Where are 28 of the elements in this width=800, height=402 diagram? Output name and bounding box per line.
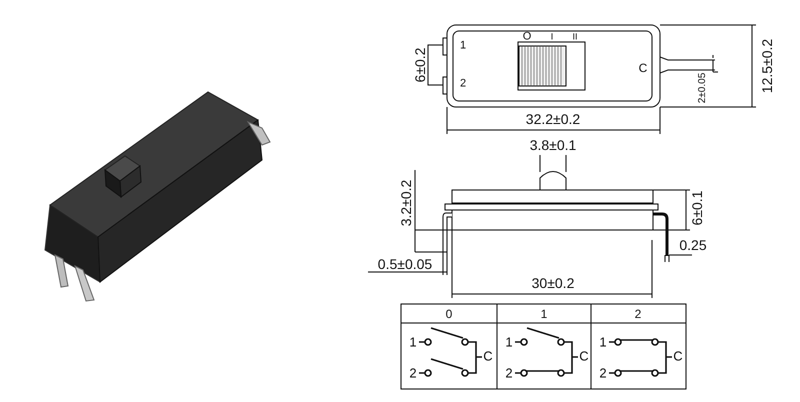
dimension-label: 2±0.05 (698, 72, 708, 104)
dimension-label: 12.5±0.2 (760, 38, 774, 94)
terminal-label: 2 (505, 366, 513, 380)
position-mark: O (522, 32, 532, 42)
terminal-label: 2 (599, 366, 607, 380)
terminal-label: 1 (505, 336, 513, 348)
column-heading: 0 (446, 308, 452, 320)
position-mark: I (550, 32, 554, 42)
terminal-label: 1 (460, 40, 466, 52)
dimension-label: 0.25 (679, 238, 707, 252)
column-heading: 1 (540, 308, 548, 320)
terminal-label: C (673, 350, 683, 362)
dimension-label: 32.2±0.2 (526, 112, 580, 126)
dimension-label: 30±0.2 (532, 276, 574, 290)
terminal-label: C (483, 350, 493, 362)
column-heading: 2 (634, 308, 642, 320)
dimension-label: 3.8±0.1 (530, 138, 576, 152)
terminal-label: 2 (409, 366, 417, 380)
position-mark: II (572, 32, 578, 42)
terminal-label: 2 (460, 78, 466, 90)
terminal-label: C (579, 350, 589, 362)
dimension-label: 6±0.1 (690, 190, 704, 226)
dimension-label: 0.5±0.05 (378, 257, 432, 271)
terminal-label: 1 (599, 336, 607, 348)
terminal-label: 1 (409, 336, 417, 348)
dimension-label: 3.2±0.2 (399, 180, 413, 226)
terminal-label: C (638, 62, 648, 74)
dimension-label: 6±0.2 (413, 48, 427, 82)
